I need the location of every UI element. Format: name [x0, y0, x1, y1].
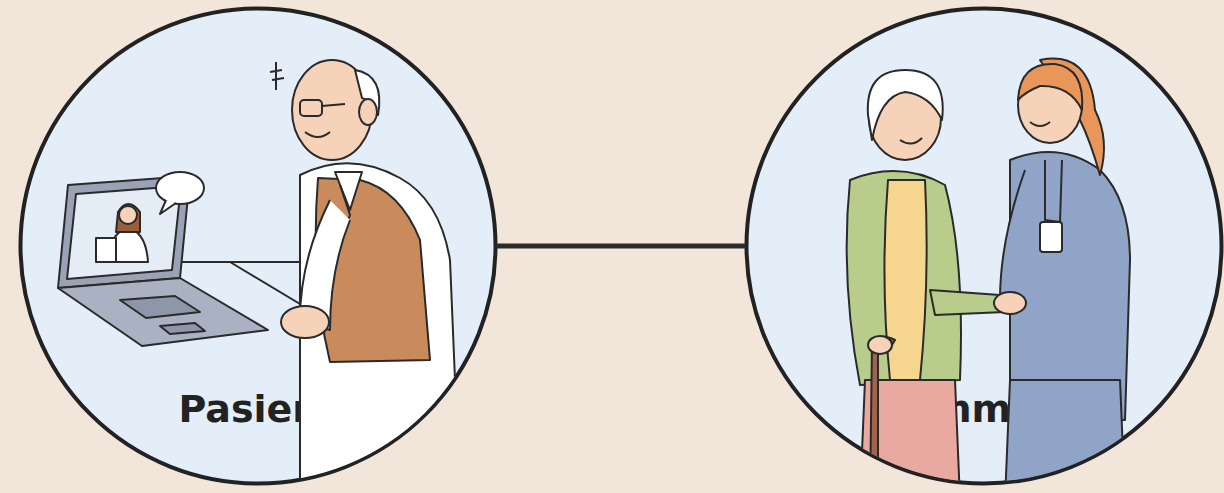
woman-hand	[868, 336, 892, 354]
desk-line	[150, 262, 380, 352]
woman-arm	[930, 290, 1009, 315]
doctor-head	[119, 206, 137, 224]
trousers	[860, 380, 960, 493]
laptop-screen	[58, 176, 190, 288]
arm	[300, 200, 350, 330]
woman-hair	[868, 70, 943, 140]
care-illustration	[847, 59, 1130, 493]
cane	[870, 336, 895, 493]
node-label: Kommune	[784, 388, 1184, 432]
laptop-base	[58, 278, 268, 346]
man-ear	[359, 99, 377, 125]
doctor-hair	[116, 204, 140, 232]
shirt	[300, 163, 460, 493]
glasses-arm	[322, 104, 345, 106]
circle-node: Pasient	[18, 6, 498, 486]
man-head	[292, 60, 372, 160]
smile	[305, 132, 330, 137]
nurse-head	[1018, 67, 1082, 143]
circle-node: Kommune	[744, 6, 1224, 486]
laptop-keys	[120, 296, 200, 318]
circle-shape	[21, 9, 496, 484]
nurse-hair	[1018, 64, 1082, 110]
nurse-scrubs	[1010, 152, 1130, 420]
motion-marks	[270, 62, 284, 90]
collar	[335, 172, 362, 210]
speech-bubble	[156, 172, 204, 204]
glasses	[300, 100, 322, 116]
jacket	[847, 171, 961, 385]
nurse-hand	[994, 292, 1026, 314]
connector-line	[496, 244, 746, 249]
tie	[340, 185, 350, 230]
man-hair	[355, 70, 379, 115]
woman-smile	[900, 138, 922, 144]
lanyard	[1045, 160, 1062, 222]
laptop-display	[67, 186, 181, 279]
connector	[496, 246, 746, 247]
nurse-smile	[1030, 122, 1050, 126]
circle-shape	[747, 9, 1222, 484]
badge	[1040, 222, 1062, 252]
vest	[316, 178, 430, 362]
blouse	[884, 180, 926, 380]
hands	[281, 306, 329, 338]
laptop-touchpad	[160, 323, 205, 334]
nurse-arm	[1000, 170, 1025, 305]
nurse-ponytail	[1040, 59, 1104, 175]
node-label: Pasient	[58, 388, 458, 432]
woman-head	[869, 76, 941, 160]
doctor-paper	[96, 238, 116, 262]
doctor-coat	[108, 228, 148, 262]
bubble-tail	[160, 200, 176, 214]
telehealth-illustration	[58, 60, 460, 493]
nurse-trousers	[1005, 380, 1125, 493]
